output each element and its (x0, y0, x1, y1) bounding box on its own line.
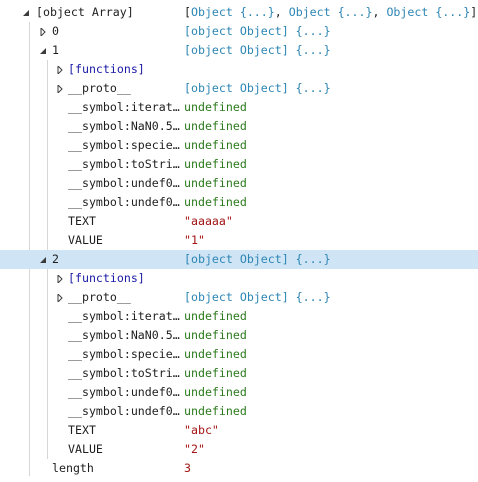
tree-row-property[interactable]: __symbol:undef0… undefined (0, 174, 478, 193)
functions-label: [functions] (68, 62, 145, 76)
property-value: [object Object] {...} (184, 81, 331, 95)
property-value: undefined (184, 366, 247, 380)
property-key: TEXT (68, 214, 96, 228)
tree-row-item-2[interactable]: 2 [object Object] {...} (0, 250, 478, 269)
length-key: length (52, 461, 94, 475)
expanded-triangle-icon[interactable] (22, 3, 31, 22)
tree-row-functions[interactable]: [functions] (0, 269, 478, 288)
collapsed-triangle-icon[interactable] (56, 60, 65, 79)
tree-row-property[interactable]: __symbol:iterat… undefined (0, 98, 478, 117)
property-value: undefined (184, 119, 247, 133)
property-value: undefined (184, 157, 247, 171)
item-key: 0 (52, 24, 59, 38)
collapsed-triangle-icon[interactable] (56, 269, 65, 288)
tree-row-functions[interactable]: [functions] (0, 60, 478, 79)
tree-row-item-1[interactable]: 1 [object Object] {...} (0, 41, 478, 60)
root-value: [Object {...}, Object {...}, Object {...… (184, 3, 477, 22)
tree-row-property[interactable]: __symbol:toStri… undefined (0, 364, 478, 383)
property-value: "aaaaa" (184, 214, 233, 228)
property-key: __symbol:toStri… (68, 157, 180, 171)
property-value: undefined (184, 195, 247, 209)
property-key: __proto__ (68, 290, 131, 304)
array-preview-item: Object {...} (386, 5, 471, 19)
property-key: __symbol:iterat… (68, 309, 180, 323)
array-open-bracket: [ (184, 5, 191, 19)
tree-row-property[interactable]: __symbol:specie… undefined (0, 136, 478, 155)
tree-row-property[interactable]: __symbol:toStri… undefined (0, 155, 478, 174)
tree-row-text[interactable]: TEXT "aaaaa" (0, 212, 478, 231)
tree-row-property[interactable]: __symbol:undef0… undefined (0, 193, 478, 212)
tree-row-value[interactable]: VALUE "2" (0, 440, 478, 459)
property-value: undefined (184, 138, 247, 152)
property-key: __symbol:undef0… (68, 195, 180, 209)
tree-guide-line-item1 (47, 60, 48, 250)
property-value: undefined (184, 176, 247, 190)
expanded-triangle-icon[interactable] (39, 41, 48, 60)
tree-row-proto[interactable]: __proto__ [object Object] {...} (0, 288, 478, 307)
array-preview-item: Object {...} (190, 5, 275, 19)
array-preview-item: Object {...} (288, 5, 373, 19)
property-key: __proto__ (68, 81, 131, 95)
tree-guide-line-item2 (47, 269, 48, 459)
length-value: 3 (184, 461, 191, 475)
tree-row-property[interactable]: __symbol:specie… undefined (0, 345, 478, 364)
tree-row-item-0[interactable]: 0 [object Object] {...} (0, 22, 478, 41)
array-separator: , (274, 5, 289, 19)
property-key: __symbol:toStri… (68, 366, 180, 380)
item-value: [object Object] {...} (184, 252, 331, 266)
property-key: __symbol:undef0… (68, 385, 180, 399)
tree-guide-line-root (29, 22, 30, 476)
collapsed-triangle-icon[interactable] (56, 288, 65, 307)
property-value: undefined (184, 385, 247, 399)
tree-row-proto[interactable]: __proto__ [object Object] {...} (0, 79, 478, 98)
property-value: undefined (184, 328, 247, 342)
property-key: __symbol:specie… (68, 138, 180, 152)
property-value: undefined (184, 100, 247, 114)
property-key: VALUE (68, 442, 103, 456)
tree-row-value[interactable]: VALUE "1" (0, 231, 478, 250)
tree-row-root[interactable]: [object Array] [Object {...}, Object {..… (0, 3, 478, 22)
tree-row-property[interactable]: __symbol:undef0… undefined (0, 402, 478, 421)
tree-row-length[interactable]: length 3 (0, 459, 478, 478)
tree-row-text[interactable]: TEXT "abc" (0, 421, 478, 440)
property-value: [object Object] {...} (184, 290, 331, 304)
expanded-triangle-icon[interactable] (39, 250, 48, 269)
property-key: __symbol:NaN0.5… (68, 119, 180, 133)
property-key: __symbol:undef0… (68, 176, 180, 190)
array-close-bracket: ] (470, 5, 478, 19)
array-separator: , (372, 5, 387, 19)
root-label: [object Array] (36, 5, 134, 19)
collapsed-triangle-icon[interactable] (56, 79, 65, 98)
item-value: [object Object] {...} (184, 43, 331, 57)
tree-row-property[interactable]: __symbol:undef0… undefined (0, 383, 478, 402)
property-value: "1" (184, 233, 205, 247)
item-key: 2 (52, 252, 59, 266)
property-key: __symbol:NaN0.5… (68, 328, 180, 342)
property-value: undefined (184, 347, 247, 361)
functions-label: [functions] (68, 271, 145, 285)
tree-row-property[interactable]: __symbol:NaN0.5… undefined (0, 326, 478, 345)
collapsed-triangle-icon[interactable] (39, 22, 48, 41)
item-value: [object Object] {...} (184, 24, 331, 38)
property-key: __symbol:iterat… (68, 100, 180, 114)
property-value: "abc" (184, 423, 219, 437)
property-key: VALUE (68, 233, 103, 247)
property-value: undefined (184, 309, 247, 323)
property-value: undefined (184, 404, 247, 418)
item-key: 1 (52, 43, 59, 57)
tree-row-property[interactable]: __symbol:NaN0.5… undefined (0, 117, 478, 136)
tree-row-property[interactable]: __symbol:iterat… undefined (0, 307, 478, 326)
property-key: __symbol:specie… (68, 347, 180, 361)
property-key: TEXT (68, 423, 96, 437)
property-value: "2" (184, 442, 205, 456)
property-key: __symbol:undef0… (68, 404, 180, 418)
